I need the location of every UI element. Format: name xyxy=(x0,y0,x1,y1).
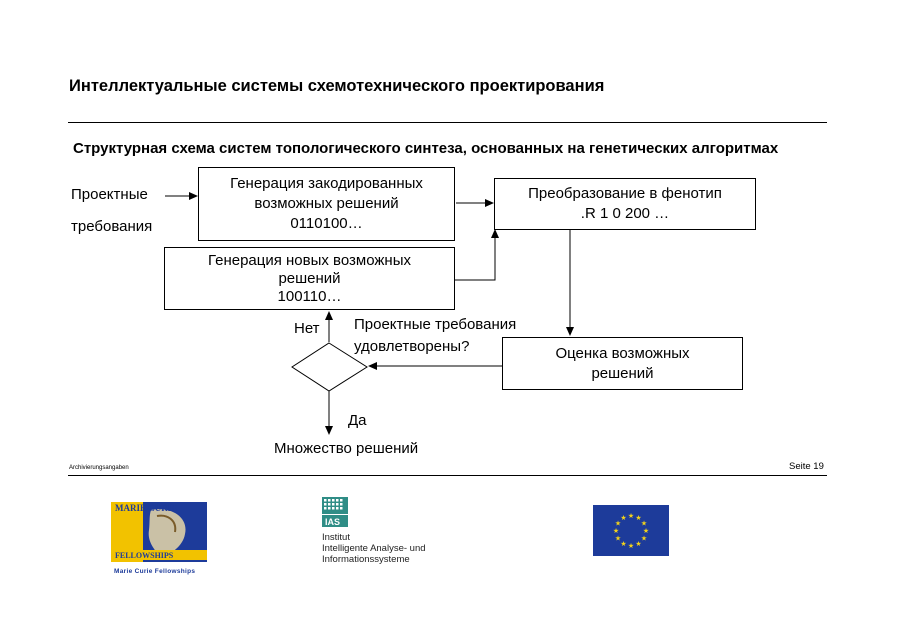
svg-text:Marie Curie Fellowships: Marie Curie Fellowships xyxy=(114,568,195,575)
archive-note: Archivierungsangaben xyxy=(69,465,129,471)
input-label-line1: Проектные xyxy=(71,186,148,203)
output-label: Множество решений xyxy=(274,440,419,457)
eu-star-icon: ★ xyxy=(641,520,647,528)
decision-question-line1: Проектные требования xyxy=(354,316,517,333)
title-divider xyxy=(68,122,827,123)
input-label-line2: требования xyxy=(71,218,153,235)
box-generate-encoded: Генерация закодированных возможных решен… xyxy=(198,167,455,241)
ias-institute-text: Institut Intelligente Analyse- und Infor… xyxy=(322,532,426,565)
box-text-line: Генерация закодированных xyxy=(230,175,423,192)
eu-star-icon: ★ xyxy=(628,512,634,520)
diagram-subtitle: Структурная схема систем топологического… xyxy=(73,140,779,157)
page-number: Seite 19 xyxy=(789,461,824,472)
eu-star-icon: ★ xyxy=(641,535,647,543)
eu-star-icon: ★ xyxy=(628,542,634,550)
box-text-line: .R 1 0 200 … xyxy=(580,205,670,222)
marie-curie-logo: MARIE CURIE FELLOWSHIPS Marie Curie Fell… xyxy=(111,502,207,575)
eu-star-icon: ★ xyxy=(620,514,626,522)
ias-text-line: Informationssysteme xyxy=(322,554,410,565)
eu-star-icon: ★ xyxy=(615,520,621,528)
no-label: Нет xyxy=(294,320,320,337)
box-phenotype: Преобразование в фенотип .R 1 0 200 … xyxy=(494,178,756,230)
box-generate-new: Генерация новых возможных решений 100110… xyxy=(164,247,455,310)
ias-text-line: Intelligente Analyse- und xyxy=(322,543,426,554)
footer-divider xyxy=(68,475,827,476)
slide-title: Интеллектуальные системы схемотехническо… xyxy=(69,77,605,95)
ias-text-line: Institut xyxy=(322,532,350,543)
eu-star-icon: ★ xyxy=(635,514,641,522)
box-text-line: Преобразование в фенотип xyxy=(528,185,722,202)
box-text-line: возможных решений xyxy=(254,195,399,212)
eu-star-icon: ★ xyxy=(643,527,649,535)
eu-star-icon: ★ xyxy=(620,540,626,548)
yes-label: Да xyxy=(348,412,367,429)
svg-text:IAS: IAS xyxy=(325,517,340,527)
decision-question-line2: удовлетворены? xyxy=(354,338,470,355)
svg-text:FELLOWSHIPS: FELLOWSHIPS xyxy=(115,551,174,560)
eu-star-icon: ★ xyxy=(635,540,641,548)
decision-diamond xyxy=(291,342,368,392)
box-text-line: решений xyxy=(278,269,341,287)
box-text-line: 100110… xyxy=(277,287,342,305)
ias-logo: IAS xyxy=(322,497,348,532)
box-text-line: 0110100… xyxy=(290,215,363,232)
box-text-line: Оценка возможных xyxy=(555,344,690,362)
box-text-line: решений xyxy=(591,364,654,382)
eu-star-icon: ★ xyxy=(613,527,619,535)
eu-star-icon: ★ xyxy=(615,535,621,543)
arrow-new-to-phenotype xyxy=(455,229,499,281)
box-text-line: Генерация новых возможных xyxy=(207,251,411,269)
svg-text:MARIE CURIE: MARIE CURIE xyxy=(115,503,177,513)
eu-flag-logo: ★★★★★★★★★★★★ xyxy=(593,505,669,556)
box-evaluate: Оценка возможных решений xyxy=(502,337,743,390)
